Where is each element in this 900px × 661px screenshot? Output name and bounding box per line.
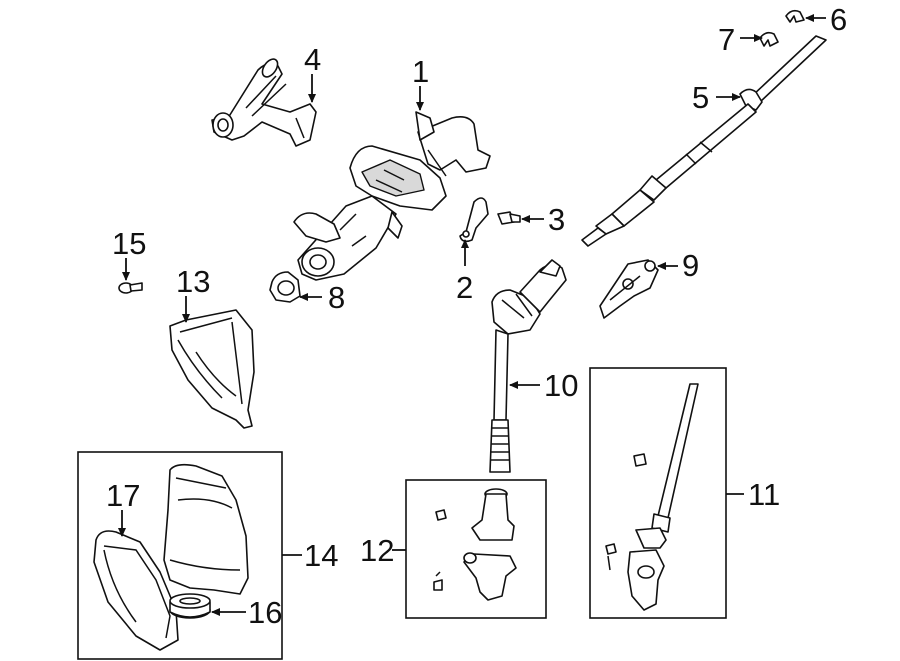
callout-16: 16	[248, 595, 282, 630]
callout-4: 4	[304, 42, 321, 77]
part-14-boot	[163, 463, 249, 595]
leader-lines	[118, 14, 826, 616]
part-6-clip	[785, 9, 805, 23]
callout-13: 13	[176, 264, 210, 299]
part-5-shaft	[581, 35, 827, 247]
part-1-steering-column	[293, 111, 491, 281]
callout-3: 3	[548, 202, 565, 237]
part-3-bolt	[497, 211, 521, 225]
callout-15: 15	[112, 226, 146, 261]
part-9-universal-joint	[599, 259, 659, 319]
box-12	[405, 479, 547, 619]
part-8-bushing	[269, 271, 301, 303]
part-12-assembly	[433, 488, 517, 601]
callout-10: 10	[544, 368, 578, 403]
callout-12: 12	[360, 533, 394, 568]
box-11	[589, 367, 727, 619]
callout-5: 5	[692, 80, 709, 115]
part-4-steering-support	[211, 58, 317, 147]
callout-6: 6	[830, 2, 847, 37]
callout-7: 7	[718, 22, 735, 57]
callout-labels: 1 2 3 4 5 6 7 8 9 10 11 12 13 14 15 16 1…	[106, 2, 847, 630]
callout-9: 9	[682, 248, 699, 283]
callout-1: 1	[412, 54, 429, 89]
part-13-cover	[169, 309, 255, 429]
part-2-bracket	[459, 197, 489, 243]
callout-14: 14	[304, 538, 338, 573]
callout-11: 11	[748, 477, 780, 512]
callout-8: 8	[328, 280, 345, 315]
part-7-clip	[759, 31, 779, 47]
callout-17: 17	[106, 478, 140, 513]
part-16-bearing	[169, 593, 211, 619]
part-15-bolt	[118, 282, 143, 294]
part-11-assembly	[605, 383, 699, 611]
part-10-lower-shaft	[489, 259, 567, 473]
part-17-gasket	[93, 530, 179, 651]
callout-2: 2	[456, 270, 473, 305]
